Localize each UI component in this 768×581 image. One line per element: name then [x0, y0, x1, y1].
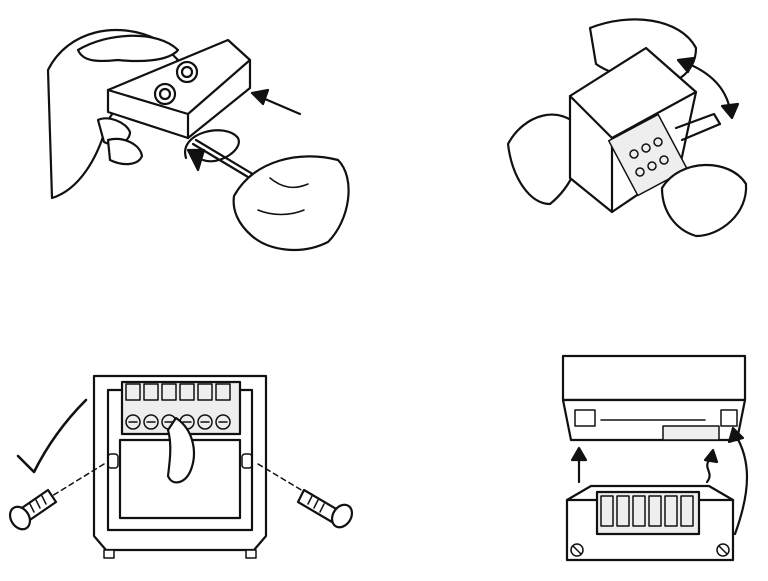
- step-3-illustration: [8, 360, 368, 575]
- step-4-illustration: [555, 350, 760, 575]
- hinge-open-icon: [506, 18, 748, 238]
- check-mark-icon: [16, 398, 88, 474]
- step-2-illustration: [500, 8, 760, 258]
- left-screw-icon: [8, 488, 58, 531]
- screwdriver-release-icon: [46, 28, 350, 252]
- right-screw-icon: [296, 488, 354, 529]
- reattach-cover-icon: [561, 354, 749, 562]
- step-1-illustration: [38, 10, 358, 260]
- wall-mount-screws-icon: [8, 374, 354, 559]
